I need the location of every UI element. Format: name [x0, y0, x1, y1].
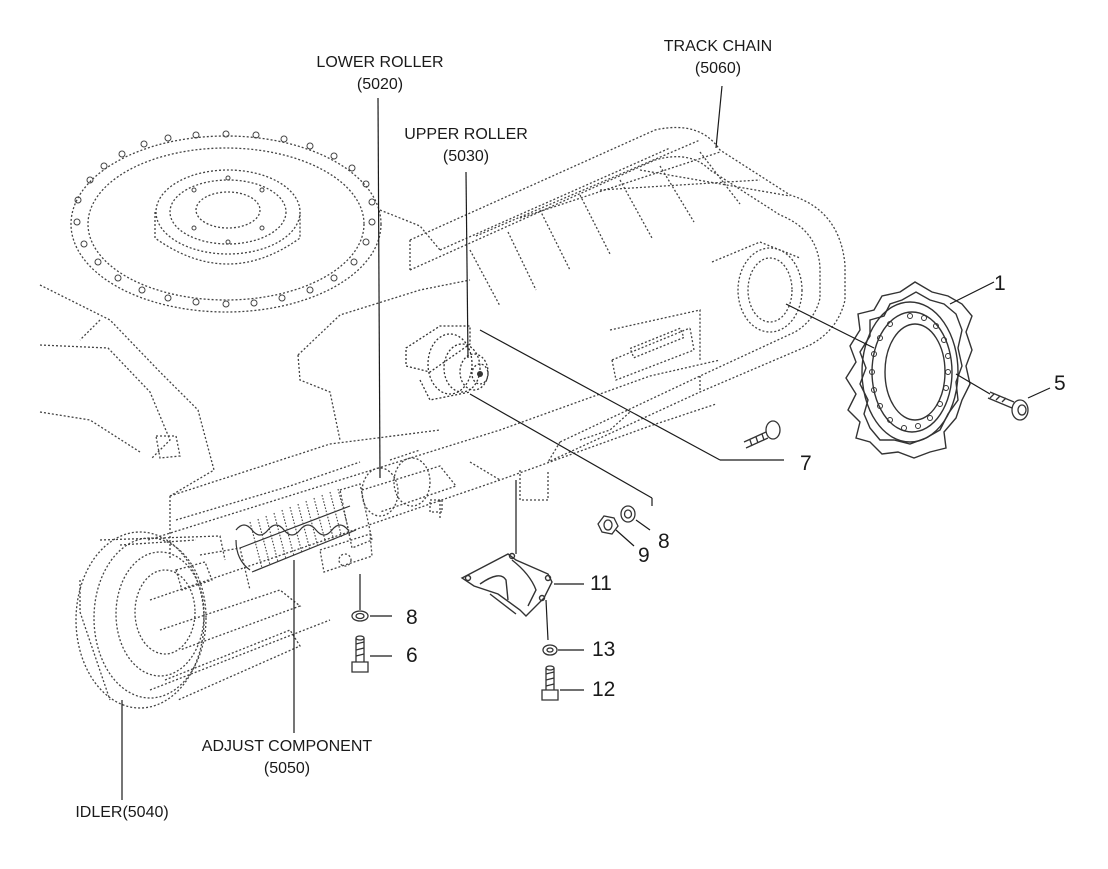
upper-roller-name: UPPER ROLLER: [404, 126, 528, 143]
swing-bearing: [70, 135, 382, 313]
callout-13: 13: [592, 638, 616, 661]
leader-lines: [121, 85, 1051, 800]
leader-1: [949, 281, 995, 305]
lower-frame: [39, 209, 471, 560]
washer-8-lower: [351, 610, 369, 622]
track-chain-code: (5060): [694, 60, 742, 77]
callout-12: 12: [592, 678, 616, 701]
adjust-component-code: (5050): [263, 760, 311, 777]
callout-5: 5: [1054, 372, 1066, 395]
track-chain-label: TRACK CHAIN (5060): [628, 36, 808, 80]
adjust-component-name: ADJUST COMPONENT: [201, 738, 373, 755]
leader-lower-roller: [377, 97, 381, 479]
idler-yoke: [149, 547, 331, 701]
track-guard-11: [460, 552, 553, 617]
nut-9: [597, 515, 619, 535]
lower-roller-label: LOWER ROLLER (5020): [290, 52, 470, 96]
bolt-7: [743, 420, 781, 449]
bolt-6: [351, 635, 369, 673]
callout-6: 6: [406, 644, 418, 667]
adjust-bracket: [319, 483, 373, 573]
leader-5: [1027, 387, 1051, 399]
track-chain: [409, 126, 846, 463]
adjust-spring-coils: [249, 488, 351, 569]
lower-roller: [361, 449, 458, 517]
upper-roller: [405, 325, 489, 401]
leader-upper-roller: [465, 171, 469, 359]
lower-roller-code: (5020): [356, 76, 404, 93]
callout-11: 11: [590, 572, 612, 595]
callout-8-lower: 8: [406, 606, 418, 629]
callout-1: 1: [994, 272, 1006, 295]
sprocket-bolt-holes: [869, 313, 951, 431]
bolt-5: [987, 391, 1029, 421]
lower-roller-name: LOWER ROLLER: [316, 54, 444, 71]
swing-bearing-bolt-holes: [73, 130, 376, 308]
upper-roller-code: (5030): [442, 148, 490, 165]
bolt-12: [541, 665, 559, 701]
callout-9: 9: [638, 544, 650, 567]
upper-roller-hub: [477, 371, 483, 377]
callout-7: 7: [800, 452, 812, 475]
track-chain-name: TRACK CHAIN: [663, 38, 773, 55]
leader-8-9: [469, 393, 653, 499]
idler-wheel: [75, 531, 226, 709]
idler-label: IDLER(5040): [52, 802, 192, 824]
leader-track-chain: [715, 85, 723, 149]
washer-8-upper: [620, 505, 636, 523]
callout-8-upper: 8: [658, 530, 670, 553]
track-frame: [147, 309, 721, 601]
washer-13: [542, 644, 558, 656]
idler-name: IDLER(5040): [75, 804, 169, 821]
adjust-component-label: ADJUST COMPONENT (5050): [172, 736, 402, 780]
sprocket: [845, 281, 973, 459]
upper-roller-label: UPPER ROLLER (5030): [376, 124, 556, 168]
